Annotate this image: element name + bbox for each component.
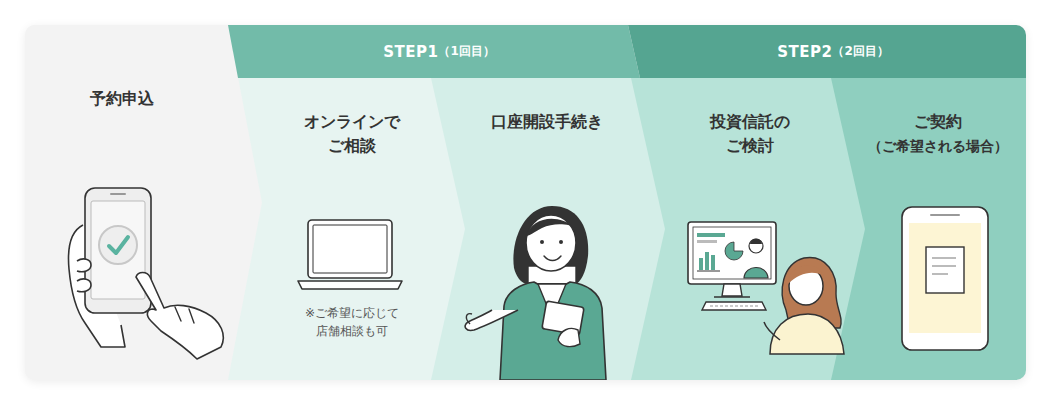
step-chevron: 予約申込: [25, 25, 262, 380]
flow-panel: 予約申込 STEP1（1回目） オンラインで ご相談 ※ご希望に応じて 店舗相談も可…: [25, 25, 1026, 380]
step-number: STEP2: [777, 43, 832, 61]
step-chevron: 投資信託の ご検討: [630, 78, 865, 380]
step-title: オンラインで ご相談: [301, 110, 403, 158]
panel-fill: [228, 78, 465, 380]
step-chevron: 口座開設手続き: [430, 78, 665, 380]
step-band: STEP2（2回目）: [628, 25, 1026, 78]
step-title: ご契約: [914, 110, 962, 134]
panel-fill: [628, 25, 1026, 78]
step-label-row: STEP2（2回目）: [628, 25, 1026, 78]
panel-fill: [25, 25, 262, 380]
step-number: STEP1: [383, 43, 438, 61]
step-visit: （1回目）: [438, 43, 494, 60]
step-title: 投資信託の ご検討: [707, 110, 793, 158]
step-band: STEP1（1回目）: [228, 25, 640, 78]
step-visit: （2回目）: [832, 43, 888, 60]
panel-fill: [430, 78, 665, 380]
phone-tap-illustration: [25, 25, 262, 380]
step-label-row: STEP1（1回目）: [228, 25, 640, 78]
step-note: （ご希望される場合）: [868, 136, 1008, 157]
step-title: 予約申込: [90, 87, 154, 111]
panel-fill: [228, 25, 640, 78]
step-note: ※ご希望に応じて 店舗相談も可: [302, 304, 403, 340]
step-title: 口座開設手続き: [491, 110, 603, 134]
step-chevron: オンラインで ご相談 ※ご希望に応じて 店舗相談も可: [228, 78, 465, 380]
panel-fill: [630, 78, 865, 380]
panel-fill: [830, 78, 1026, 380]
